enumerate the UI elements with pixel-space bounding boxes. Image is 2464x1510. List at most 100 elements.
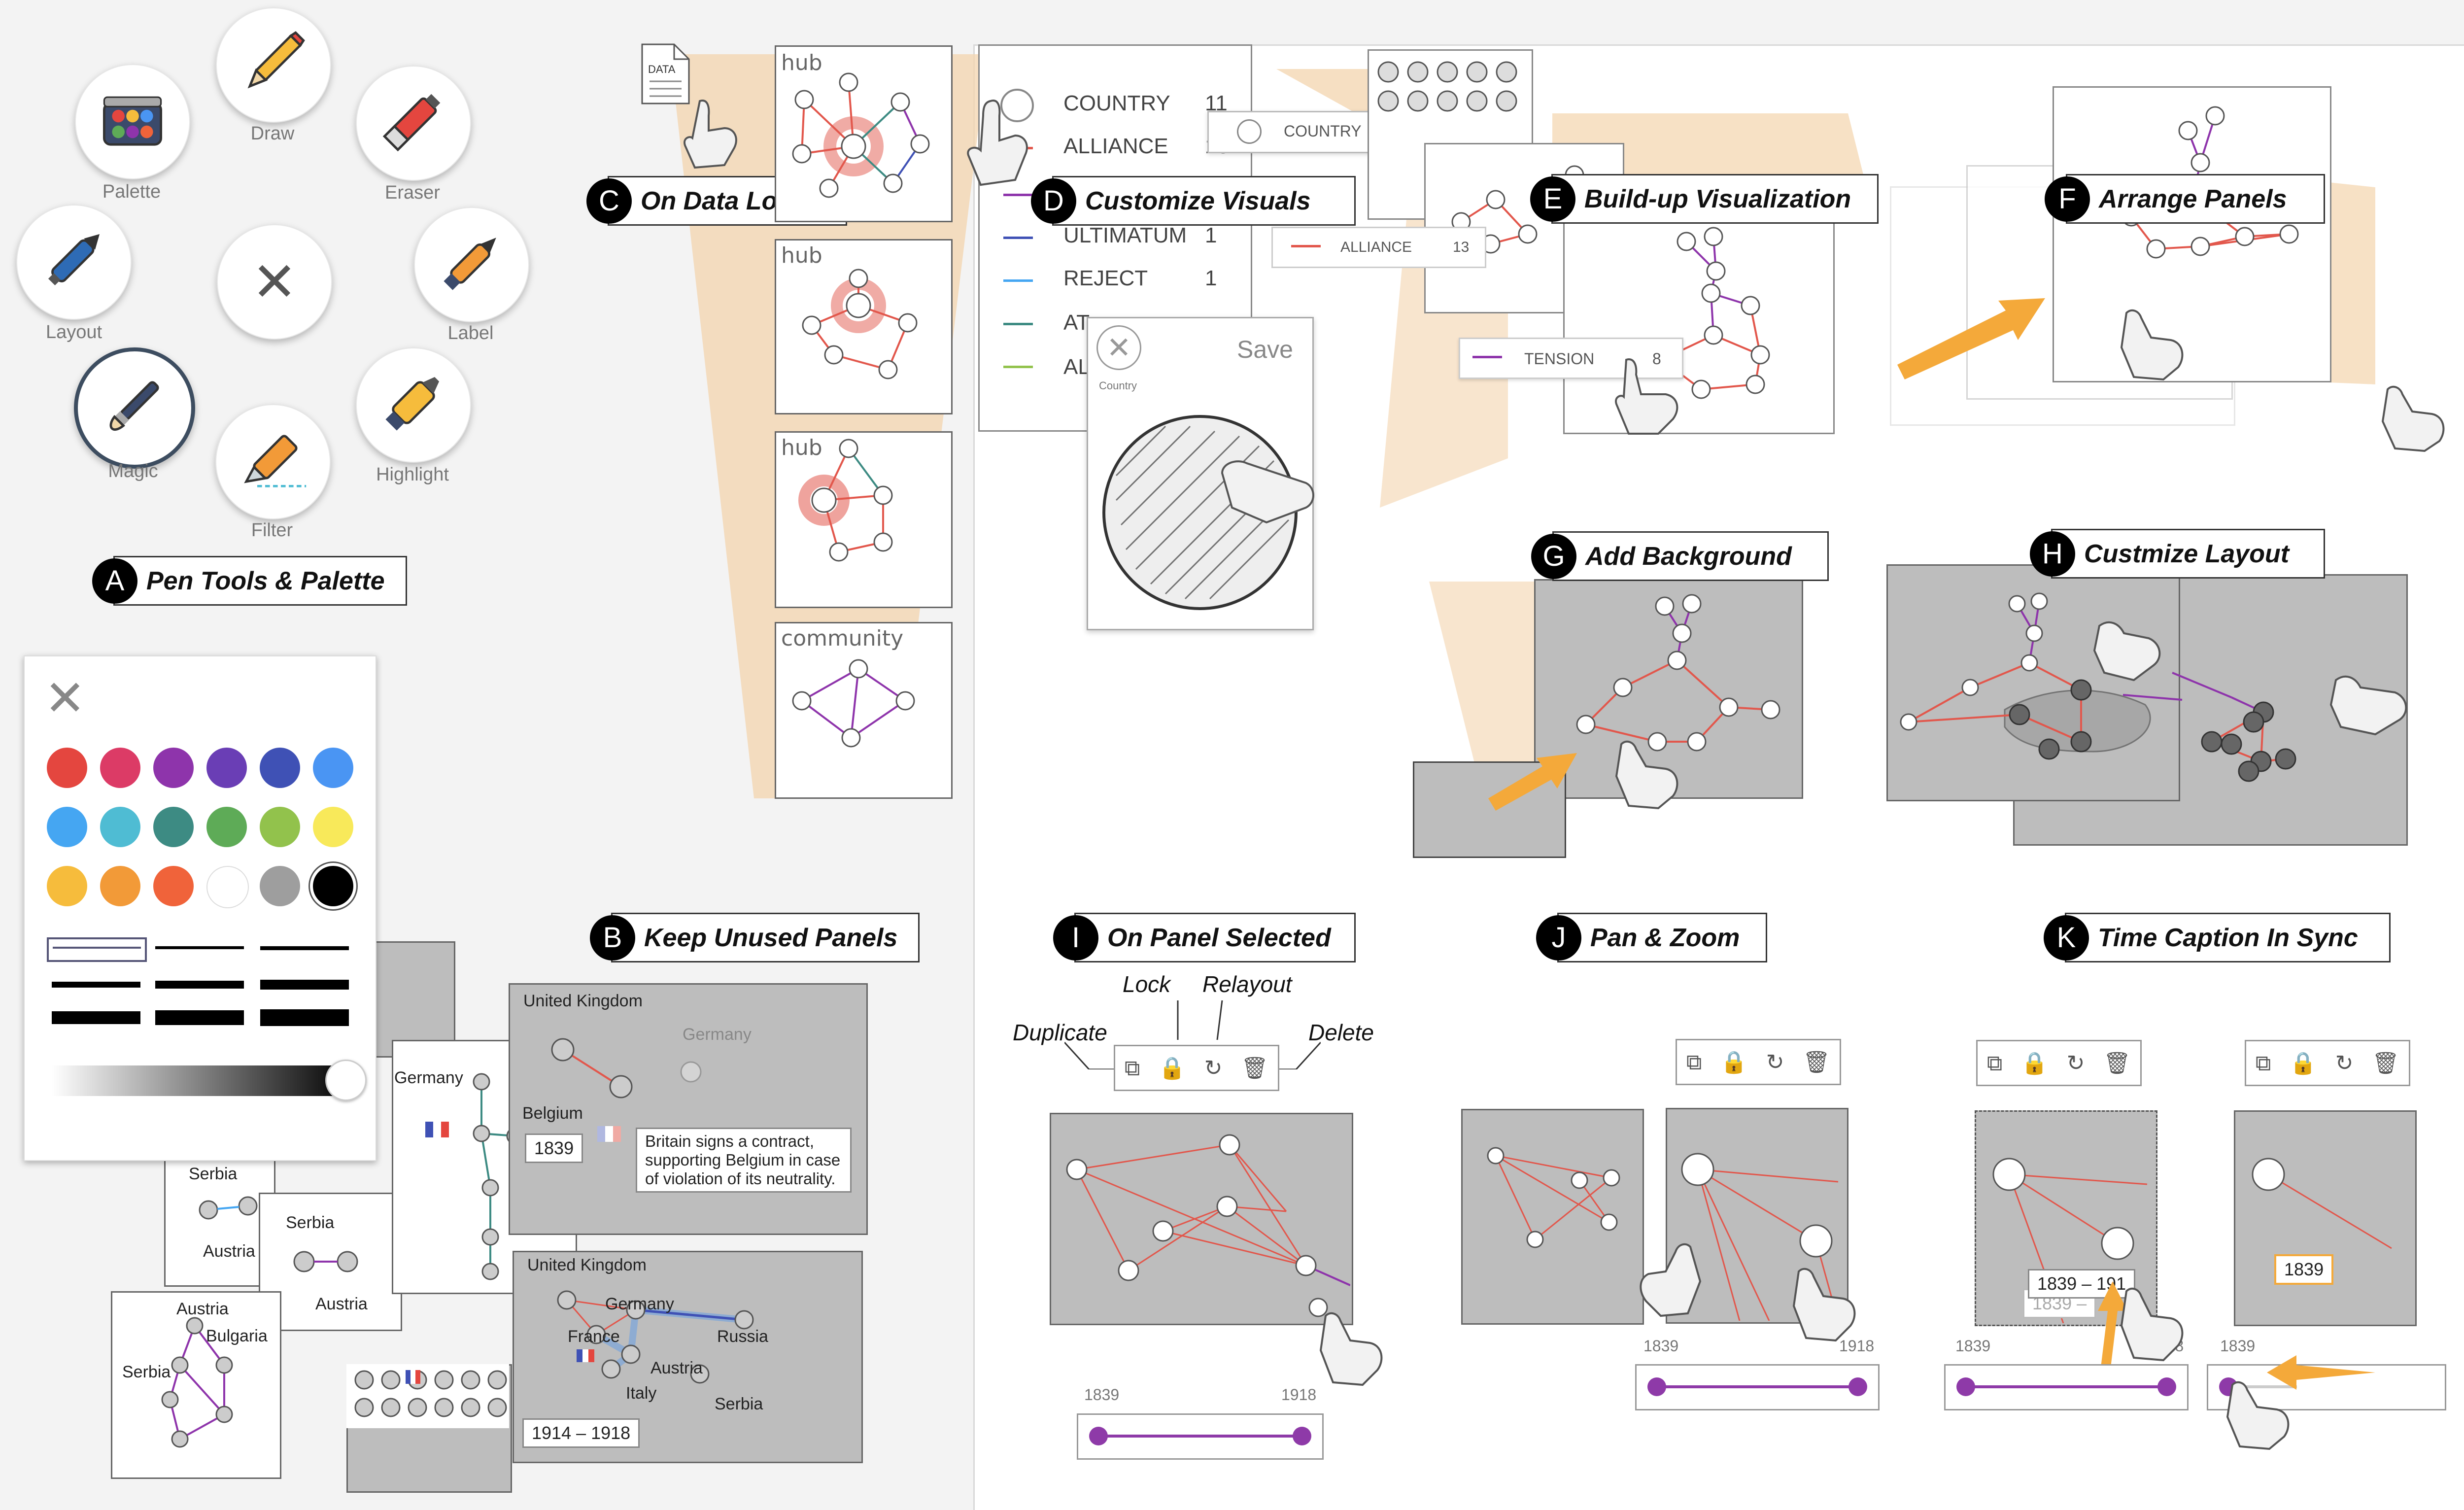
built-graph xyxy=(1563,207,1832,431)
relayout-icon[interactable]: ↻ xyxy=(1204,1056,1223,1081)
color-swatch[interactable] xyxy=(100,866,140,906)
stroke-option[interactable] xyxy=(260,946,349,950)
letter-e: E xyxy=(1530,176,1575,222)
slider-handle-end[interactable] xyxy=(1848,1377,1867,1396)
label-j: JPan & Zoom xyxy=(1557,913,1767,962)
color-swatch[interactable] xyxy=(260,748,300,788)
attribute-count: 1 xyxy=(1205,223,1217,248)
edge-swatch[interactable] xyxy=(1003,366,1033,368)
slider-handle-end[interactable] xyxy=(2157,1377,2176,1396)
close-tool-button[interactable]: ✕ xyxy=(217,224,332,340)
stroke-option[interactable] xyxy=(52,1011,140,1024)
delete-icon[interactable]: 🗑 xyxy=(2103,1050,2131,1076)
close-icon[interactable]: ✕ xyxy=(44,674,86,723)
time-caption[interactable]: 1839 xyxy=(2274,1254,2333,1285)
hand-cursor-icon xyxy=(1217,453,1326,532)
label-b-text: Keep Unused Panels xyxy=(644,923,897,953)
delete-icon[interactable]: 🗑 xyxy=(2372,1050,2399,1076)
save-button[interactable]: Save xyxy=(1237,335,1293,364)
duplicate-icon[interactable]: ⧉ xyxy=(1125,1056,1140,1081)
close-icon[interactable]: ✕ xyxy=(1096,325,1141,370)
duplicate-icon[interactable]: ⧉ xyxy=(2256,1051,2271,1076)
letter-c: C xyxy=(586,178,632,224)
hand-cursor-icon xyxy=(2089,616,2173,690)
stroke-option[interactable] xyxy=(155,981,244,989)
slider-start-label: 1839 xyxy=(2220,1337,2255,1355)
attribute-name: AT xyxy=(1063,310,1090,335)
color-swatch[interactable] xyxy=(153,866,194,906)
lock-icon[interactable]: 🔒 xyxy=(2021,1050,2048,1076)
edge-swatch[interactable] xyxy=(1003,194,1033,196)
edge-swatch[interactable] xyxy=(1003,279,1033,282)
label-tool[interactable] xyxy=(414,207,529,322)
attribute-name: ALLIANCE xyxy=(1063,134,1168,159)
letter-j: J xyxy=(1536,915,1581,961)
color-swatch[interactable] xyxy=(313,866,353,906)
lock-icon[interactable]: 🔒 xyxy=(1159,1055,1186,1081)
time-slider[interactable] xyxy=(1077,1413,1324,1460)
color-swatch[interactable] xyxy=(47,866,87,906)
stroke-option[interactable] xyxy=(52,982,140,988)
slider-handle-start[interactable] xyxy=(1647,1377,1666,1396)
duplicate-icon[interactable]: ⧉ xyxy=(1987,1051,2002,1076)
color-swatch[interactable] xyxy=(153,807,194,847)
color-swatch[interactable] xyxy=(206,748,247,788)
stroke-option[interactable] xyxy=(260,980,349,990)
stroke-option-selected[interactable] xyxy=(47,937,147,962)
magic-tool[interactable] xyxy=(74,347,195,469)
relayout-icon[interactable]: ↻ xyxy=(2067,1051,2085,1076)
letter-h: H xyxy=(2030,531,2075,577)
edge-swatch[interactable] xyxy=(1003,323,1033,325)
relayout-icon[interactable]: ↻ xyxy=(2335,1051,2354,1076)
slider-handle-start[interactable] xyxy=(1956,1377,1975,1396)
hand-cursor-icon xyxy=(961,96,1035,190)
lock-icon[interactable]: 🔒 xyxy=(2290,1050,2317,1076)
delete-icon[interactable]: 🗑 xyxy=(1241,1055,1268,1081)
letter-d: D xyxy=(1031,178,1076,224)
time-slider[interactable] xyxy=(1635,1364,1880,1410)
color-swatch[interactable] xyxy=(313,748,353,788)
graph-uk-belgium xyxy=(509,983,865,1232)
draw-tool[interactable] xyxy=(216,7,331,123)
color-swatch[interactable] xyxy=(313,807,353,847)
stroke-option[interactable] xyxy=(155,1010,244,1025)
attribute-name: ALLIANCE xyxy=(1340,239,1412,256)
color-swatch[interactable] xyxy=(260,807,300,847)
hand-cursor-icon xyxy=(2378,379,2457,453)
color-swatch[interactable] xyxy=(260,866,300,906)
hand-cursor-icon xyxy=(1636,1237,1710,1321)
edge-swatch[interactable] xyxy=(1003,237,1033,239)
opacity-slider[interactable] xyxy=(52,1065,352,1096)
highlight-tool[interactable] xyxy=(356,347,471,463)
label-f: FArrange Panels xyxy=(2066,174,2325,224)
filter-tool[interactable] xyxy=(215,404,331,519)
opacity-slider-handle[interactable] xyxy=(325,1060,367,1101)
lock-icon[interactable]: 🔒 xyxy=(1720,1049,1747,1075)
drag-arrow xyxy=(1483,744,1582,813)
slider-end-label: 1918 xyxy=(1281,1386,1316,1404)
layout-tool[interactable] xyxy=(16,205,132,320)
slider-handle-start[interactable] xyxy=(1089,1427,1108,1445)
color-swatch[interactable] xyxy=(47,807,87,847)
label-a-text: Pen Tools & Palette xyxy=(146,566,385,596)
label-k: KTime Caption In Sync xyxy=(2065,913,2391,962)
color-swatch[interactable] xyxy=(47,748,87,788)
color-swatch[interactable] xyxy=(206,866,249,908)
relayout-icon[interactable]: ↻ xyxy=(1766,1050,1784,1075)
stroke-option[interactable] xyxy=(260,1009,349,1026)
eraser-icon xyxy=(374,81,453,160)
color-swatch[interactable] xyxy=(100,807,140,847)
eraser-tool[interactable] xyxy=(356,66,471,181)
time-slider[interactable] xyxy=(1944,1364,2189,1410)
hub-graph-3 xyxy=(775,431,950,605)
color-swatch[interactable] xyxy=(100,748,140,788)
color-swatch[interactable] xyxy=(206,807,247,847)
stroke-option[interactable] xyxy=(155,946,244,949)
color-swatch[interactable] xyxy=(153,748,194,788)
slider-handle-end[interactable] xyxy=(1293,1427,1311,1445)
delete-icon[interactable]: 🗑 xyxy=(1803,1049,1830,1075)
palette-tool[interactable] xyxy=(75,64,190,179)
attribute-count: 1 xyxy=(1205,266,1217,291)
graph-balkans xyxy=(111,1291,278,1476)
duplicate-icon[interactable]: ⧉ xyxy=(1686,1050,1702,1075)
